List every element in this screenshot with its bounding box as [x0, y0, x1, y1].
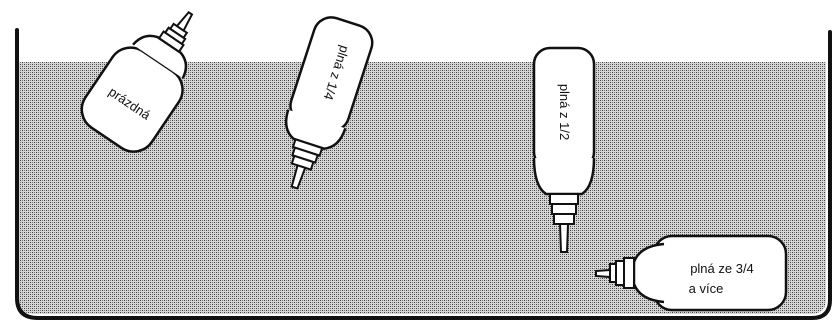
- bottle-empty: prázdná: [80, 10, 194, 153]
- basin-outline: [15, 28, 832, 320]
- bottle-half: plná z 1/2: [532, 46, 596, 253]
- water-surface: [17, 62, 826, 314]
- bottle-three-quarters-label-line2: a více: [689, 281, 724, 296]
- bottle-three-quarters-label-line1: plná ze 3/4: [690, 261, 754, 276]
- bottle-three-quarters: plná ze 3/4 a více: [595, 234, 788, 312]
- bottle-quarter: plná z 1/4: [284, 16, 374, 190]
- bottle-half-label: plná z 1/2: [557, 84, 572, 140]
